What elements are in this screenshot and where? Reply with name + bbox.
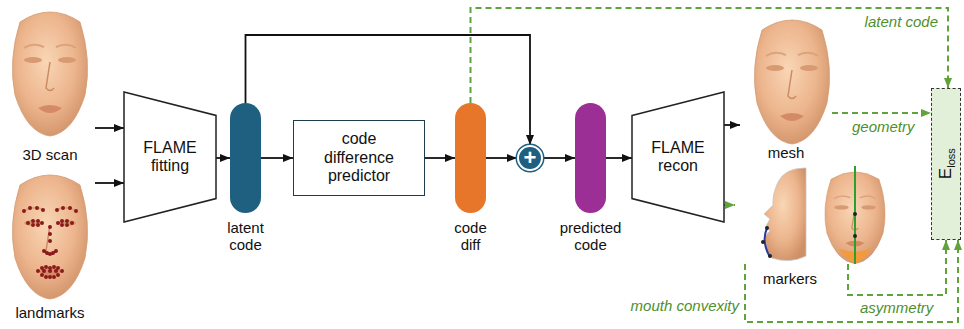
sum-symbol: +	[519, 147, 541, 169]
edge-label: asymmetry	[858, 299, 935, 316]
box-node: code difference predictor	[293, 120, 425, 196]
profile-face	[764, 168, 806, 261]
flow-arrow	[95, 127, 124, 129]
pic-node: markers	[735, 162, 900, 264]
loss-arrow	[745, 240, 958, 322]
trapezoid-outline	[124, 92, 216, 222]
loss-arrow	[724, 204, 735, 206]
loss-text: Eloss	[935, 149, 956, 180]
eloss-node: Eloss	[931, 88, 961, 240]
mesh-face	[754, 20, 829, 144]
pic-node: 3D scan	[5, 5, 95, 140]
flow-arrow	[606, 157, 632, 159]
trapezoid-outline	[632, 92, 724, 222]
edge-label: geometry	[850, 118, 917, 135]
pic-node: mesh	[740, 10, 832, 138]
landmark-dots	[24, 208, 76, 277]
node-label: code diff	[445, 219, 497, 254]
edge-label: mouth convexity	[629, 297, 741, 314]
node-label: mesh	[768, 144, 805, 161]
circ-node: +	[517, 145, 543, 171]
text-holder: FLAME recon	[643, 139, 713, 176]
text-holder: code difference predictor	[317, 130, 401, 185]
flow-arrow	[724, 124, 740, 126]
node-label: FLAME recon	[643, 139, 713, 176]
node-label: markers	[763, 270, 817, 287]
marker-dots	[763, 228, 770, 256]
node-label: code difference predictor	[317, 130, 401, 185]
node-label: latent code	[215, 219, 277, 254]
loss-arrow	[471, 8, 949, 103]
flow-arrow	[95, 182, 124, 184]
trapL-node: FLAME fitting	[124, 92, 216, 222]
loss-symbol: E	[935, 168, 954, 179]
flow-arrow	[486, 157, 517, 159]
node-label: predicted code	[552, 219, 630, 254]
landmark-face	[12, 175, 87, 299]
mouth-curve	[765, 228, 770, 257]
loss-arrow	[848, 240, 946, 295]
flow-arrow	[216, 157, 230, 159]
pill-node: latent code	[230, 103, 261, 213]
edge-label: latent code	[863, 13, 940, 30]
loss-arrow	[832, 112, 931, 114]
scan-face	[12, 12, 87, 136]
text-holder: FLAME fitting	[135, 139, 205, 176]
pic-node: landmarks	[5, 168, 95, 298]
flow-arrow	[425, 157, 455, 159]
flow-arrow	[543, 157, 575, 159]
pill-node: code diff	[455, 103, 486, 213]
node-label: landmarks	[15, 304, 84, 321]
symmetry-line	[854, 166, 856, 264]
node-label: FLAME fitting	[135, 139, 205, 176]
pill-node: predicted code	[575, 103, 606, 213]
loss-subscript: loss	[945, 149, 957, 169]
marker-dots	[853, 214, 857, 236]
trapR-node: FLAME recon	[632, 92, 724, 222]
flow-arrow	[261, 157, 293, 159]
node-label: 3D scan	[22, 146, 77, 163]
